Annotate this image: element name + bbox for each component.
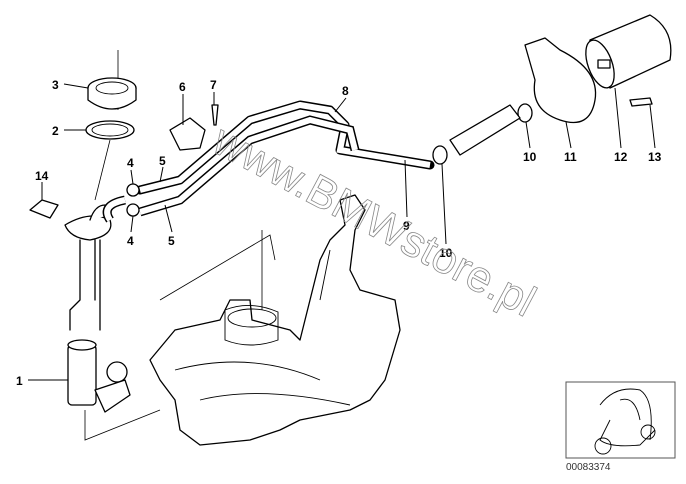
callout-6: 6 — [179, 80, 186, 94]
bolt — [629, 97, 653, 107]
callout-1: 1 — [16, 374, 23, 388]
callout-13: 13 — [648, 150, 662, 164]
fuel-filter — [585, 14, 672, 89]
callout-4: 4 — [127, 156, 134, 170]
callout-12: 12 — [614, 150, 628, 164]
leader-lines — [28, 83, 656, 381]
seal-ring — [85, 120, 135, 140]
callout-8: 8 — [342, 84, 349, 98]
callout-7: 7 — [210, 78, 217, 92]
vehicle-thumbnail — [565, 381, 676, 459]
callout-14: 14 — [35, 169, 49, 183]
connector-hose — [449, 104, 521, 156]
callout-3: 3 — [52, 78, 59, 92]
fuel-hoses — [102, 100, 435, 223]
hose-clamp — [432, 145, 448, 165]
callout-4: 4 — [127, 234, 134, 248]
hose-holder — [169, 117, 206, 151]
callout-10: 10 — [439, 246, 453, 260]
filter-bracket — [524, 37, 597, 124]
fuel-pump-assembly — [64, 204, 131, 413]
callout-11: 11 — [564, 150, 577, 164]
callout-5: 5 — [159, 154, 166, 168]
thumbnail-code: 00083374 — [566, 462, 611, 473]
hose-clamp — [126, 203, 140, 217]
callouts: 3 2 14 1 4 4 5 5 6 7 8 9 10 10 11 12 13 — [16, 78, 662, 388]
screw — [211, 104, 219, 126]
callout-5: 5 — [168, 234, 175, 248]
callout-10: 10 — [523, 150, 537, 164]
ring-nut — [87, 77, 137, 110]
hose-clamp — [517, 103, 533, 123]
part-14 — [29, 199, 59, 219]
hose-clamp — [126, 183, 140, 197]
fuel-tank — [149, 194, 401, 446]
callout-9: 9 — [403, 219, 410, 233]
callout-2: 2 — [52, 124, 59, 138]
